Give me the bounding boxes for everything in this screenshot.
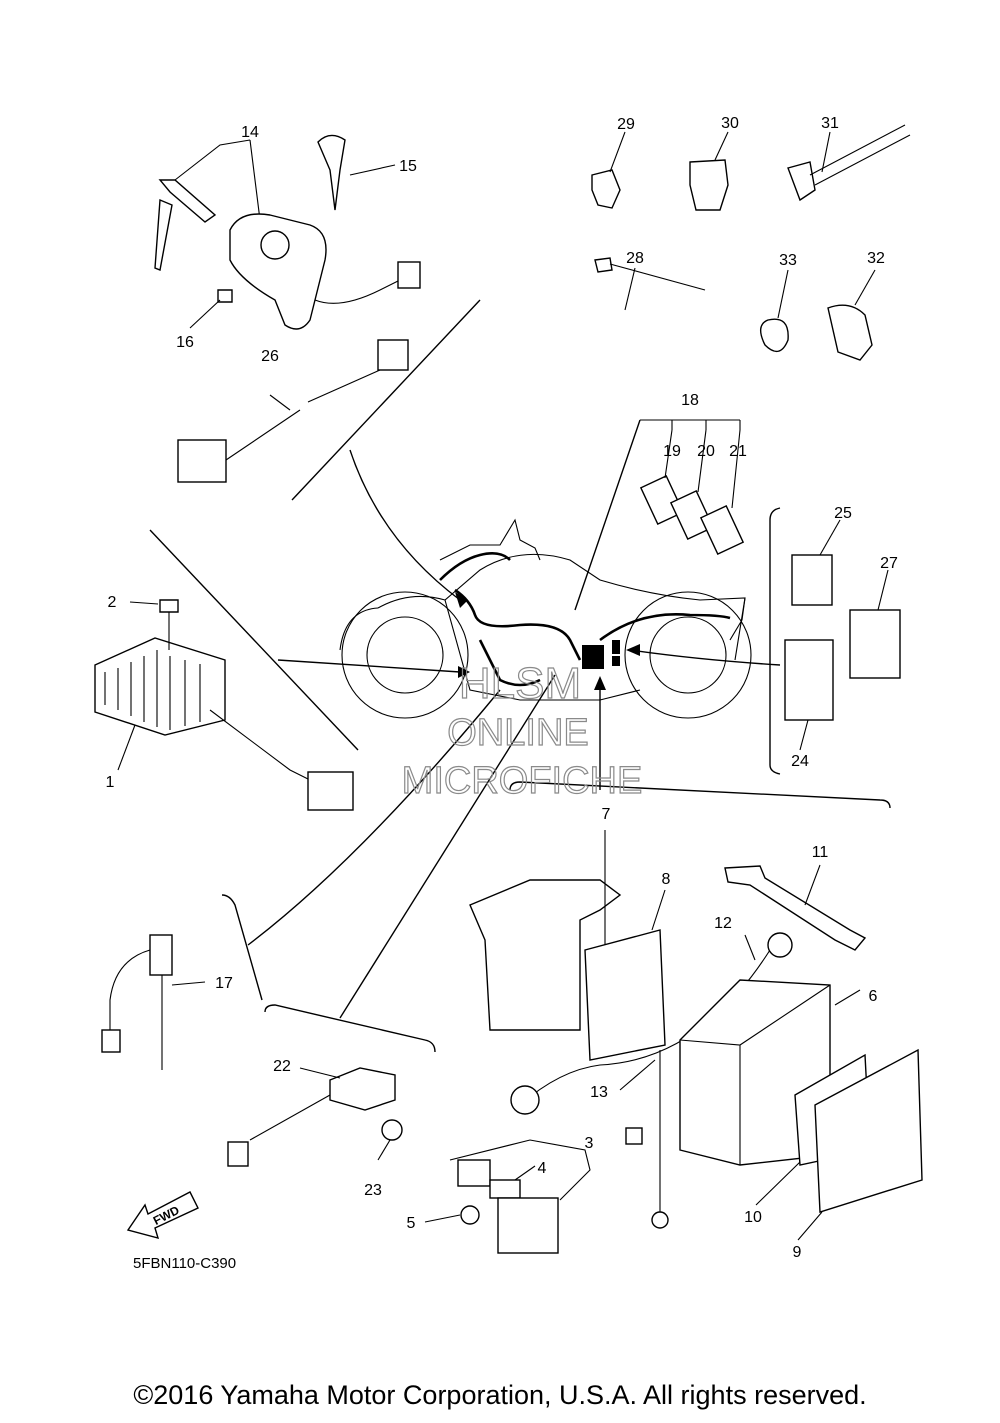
leader-lines (247, 419, 781, 1019)
battery (679, 979, 923, 1241)
callout-17: 17 (215, 975, 233, 992)
callout-7: 7 (602, 806, 611, 823)
group-brackets (149, 299, 891, 1053)
callout-19: 19 (663, 443, 681, 460)
callout-6: 6 (869, 988, 878, 1005)
callout-23: 23 (364, 1182, 382, 1199)
callout-1: 1 (106, 774, 115, 791)
callout-3: 3 (585, 1135, 594, 1152)
callout-30: 30 (721, 115, 739, 132)
callout-13: 13 (590, 1084, 608, 1101)
callout-18: 18 (681, 392, 699, 409)
callout-21: 21 (729, 443, 747, 460)
switch-17 (101, 934, 206, 1070)
callout-20: 20 (697, 443, 715, 460)
callout-8: 8 (662, 871, 671, 888)
fuses (639, 429, 745, 555)
sensor-22 (227, 1067, 403, 1167)
clips-ties (591, 124, 911, 361)
rectifier (94, 599, 354, 811)
callout-11: 11 (812, 844, 829, 861)
callout-15: 15 (399, 158, 417, 175)
watermark: HLSM ONLINE MICROFICHE (401, 658, 643, 802)
callout-10: 10 (744, 1209, 762, 1226)
battery-box (469, 830, 666, 1061)
watermark-line-3: MICROFICHE (402, 760, 643, 802)
callout-14: 14 (241, 124, 259, 141)
callout-33: 33 (779, 252, 797, 269)
callout-27: 27 (880, 555, 898, 572)
callout-32: 32 (867, 250, 885, 267)
lead-26 (177, 339, 409, 483)
watermark-line-1: HLSM (459, 659, 581, 708)
callout-2: 2 (108, 594, 117, 611)
callout-22: 22 (273, 1058, 291, 1075)
wire-harness (439, 552, 731, 687)
watermark-line-2: ONLINE (447, 712, 588, 754)
callout-4: 4 (538, 1160, 547, 1177)
battery-strap (724, 864, 867, 951)
fwd-arrow-icon: FWD (126, 1191, 199, 1239)
callout-numbers: 1 2 3 4 5 6 7 8 9 10 11 12 13 14 15 16 1… (106, 115, 898, 1261)
callout-24: 24 (791, 753, 809, 770)
callout-31: 31 (821, 115, 839, 132)
diagram-code: 5FBN110-C390 (133, 1255, 236, 1272)
callout-12: 12 (714, 915, 732, 932)
callout-16: 16 (176, 334, 194, 351)
callout-9: 9 (793, 1244, 802, 1261)
callout-25: 25 (834, 505, 852, 522)
callout-29: 29 (617, 116, 635, 133)
starter-relay (424, 1139, 591, 1254)
main-switch-assembly (154, 134, 421, 330)
relays (784, 519, 901, 751)
copyright-notice: ©2016 Yamaha Motor Corporation, U.S.A. A… (133, 1380, 867, 1410)
callout-5: 5 (407, 1215, 416, 1232)
callout-26: 26 (261, 348, 279, 365)
callout-28: 28 (626, 250, 644, 267)
motorcycle-silhouette (339, 518, 752, 719)
